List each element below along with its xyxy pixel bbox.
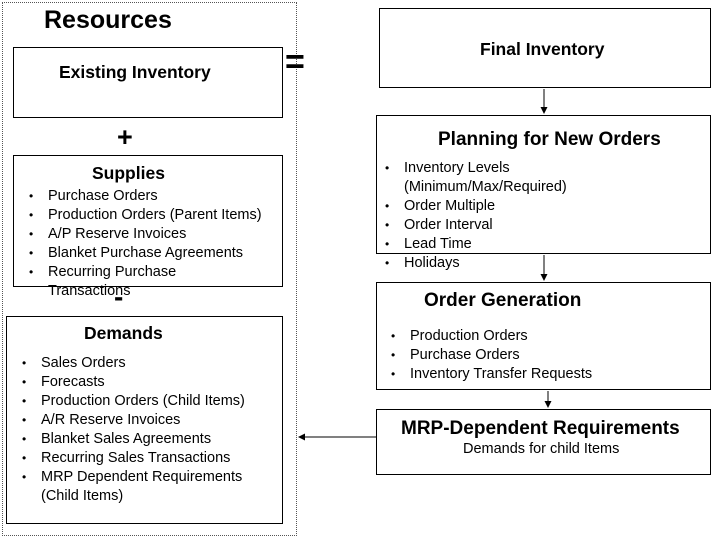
demands-title: Demands	[84, 323, 163, 343]
list-item: Purchase Orders	[29, 187, 269, 206]
list-item: Production Orders (Child Items)	[22, 392, 272, 411]
list-item: A/R Reserve Invoices	[22, 411, 272, 430]
list-item: Sales Orders	[22, 354, 272, 373]
planning-title: Planning for New Orders	[438, 129, 661, 150]
list-item: Production Orders	[391, 327, 592, 346]
demands-list: Sales Orders Forecasts Production Orders…	[22, 354, 272, 506]
list-item: Order Multiple	[385, 197, 695, 216]
list-item: Forecasts	[22, 373, 272, 392]
list-item: Purchase Orders	[391, 346, 592, 365]
mrp-title: MRP-Dependent Requirements	[401, 418, 680, 439]
existing-inventory-title: Existing Inventory	[59, 62, 211, 82]
list-item: Recurring Sales Transactions	[22, 449, 272, 468]
existing-inventory-box	[13, 47, 283, 118]
demands-box	[6, 316, 283, 524]
minus-symbol: -	[114, 281, 124, 312]
list-item: Inventory Transfer Requests	[391, 365, 592, 384]
order-generation-list: Production Orders Purchase Orders Invent…	[391, 327, 592, 384]
order-generation-title: Order Generation	[424, 290, 582, 311]
list-item: Inventory Levels (Minimum/Max/Required)	[385, 159, 594, 197]
supplies-title: Supplies	[92, 163, 165, 183]
supplies-list: Purchase Orders Production Orders (Paren…	[29, 187, 269, 301]
final-inventory-title: Final Inventory	[480, 39, 605, 59]
list-item: Production Orders (Parent Items)	[29, 206, 269, 225]
final-inventory-box	[379, 8, 711, 88]
mrp-subtitle: Demands for child Items	[463, 441, 620, 457]
planning-list: Inventory Levels (Minimum/Max/Required) …	[385, 159, 695, 273]
list-item: Order Interval	[385, 216, 695, 235]
list-item: A/P Reserve Invoices	[29, 225, 269, 244]
list-item: MRP Dependent Requirements (Child Items)	[22, 468, 281, 506]
list-item: Holidays	[385, 254, 695, 273]
plus-symbol: +	[117, 122, 133, 152]
list-item: Blanket Purchase Agreements	[29, 244, 269, 263]
list-item: Recurring Purchase Transactions	[29, 263, 208, 301]
mrp-box	[376, 409, 711, 475]
list-item: Blanket Sales Agreements	[22, 430, 272, 449]
list-item: Lead Time	[385, 235, 695, 254]
equals-symbol: =	[285, 43, 305, 81]
resources-title: Resources	[44, 6, 172, 34]
resources-frame	[2, 2, 297, 536]
